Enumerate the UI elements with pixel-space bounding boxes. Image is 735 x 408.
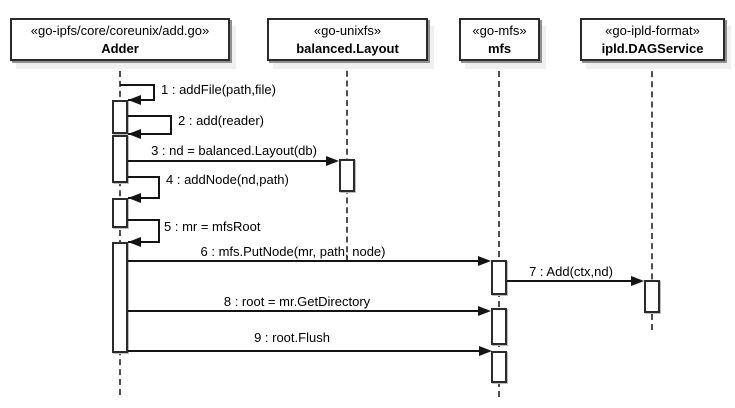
activation-balanced-layout xyxy=(339,159,355,192)
message-7-line xyxy=(507,280,631,282)
message-9-label: 9 : root.Flush xyxy=(254,330,330,345)
activation-mfs-2 xyxy=(491,308,507,345)
lifeline-adder xyxy=(119,61,121,395)
arrowhead-icon xyxy=(128,95,141,105)
message-2-line xyxy=(128,133,172,135)
lifeline-mfs xyxy=(498,61,500,397)
participant-box-balanced-layout: «go-unixfs» balanced.Layout xyxy=(267,18,428,61)
participant-box-adder: «go-ipfs/core/coreunix/add.go» Adder xyxy=(10,18,230,61)
participant-name: balanced.Layout xyxy=(296,41,399,56)
message-5-line xyxy=(128,219,160,221)
message-9-line xyxy=(128,350,479,352)
arrowhead-icon xyxy=(479,346,492,356)
participant-stereotype: «go-mfs» xyxy=(472,23,527,38)
message-4-line xyxy=(128,197,160,199)
participant-stereotype: «go-ipld-format» xyxy=(605,23,700,38)
message-3-label: 3 : nd = balanced.Layout(db) xyxy=(151,143,317,158)
message-4-line xyxy=(128,176,160,178)
lifeline-ipld-dagservice xyxy=(651,61,653,330)
arrowhead-icon xyxy=(478,306,491,316)
participant-box-ipld-dagservice: «go-ipld-format» ipld.DAGService xyxy=(580,18,725,61)
message-1-line xyxy=(120,84,155,86)
arrowhead-icon xyxy=(478,256,491,266)
arrowhead-icon xyxy=(128,193,141,203)
activation-ipld-dagservice xyxy=(644,280,660,313)
activation-adder-1 xyxy=(112,100,128,134)
arrowhead-icon xyxy=(128,237,141,247)
message-1-line xyxy=(153,84,155,101)
message-1-line xyxy=(128,99,155,101)
arrowhead-icon xyxy=(326,156,339,166)
arrowhead-icon xyxy=(631,276,644,286)
participant-box-mfs: «go-mfs» mfs xyxy=(459,18,540,61)
message-5-line xyxy=(158,219,160,243)
message-5-label: 5 : mr = mfsRoot xyxy=(164,219,261,234)
message-4-label: 4 : addNode(nd,path) xyxy=(166,172,289,187)
message-5-line xyxy=(128,241,160,243)
message-8-label: 8 : root = mr.GetDirectory xyxy=(223,294,371,309)
arrowhead-icon xyxy=(128,129,141,139)
participant-stereotype: «go-unixfs» xyxy=(313,23,382,38)
message-2-line xyxy=(170,115,172,135)
participant-name: Adder xyxy=(101,41,139,56)
message-8-line xyxy=(128,310,478,312)
participant-name: ipld.DAGService xyxy=(601,41,704,56)
message-6-line xyxy=(128,260,478,262)
message-1-label: 1 : addFile(path,file) xyxy=(161,82,276,97)
message-7-label: 7 : Add(ctx,nd) xyxy=(529,264,613,279)
activation-mfs-3 xyxy=(491,351,507,383)
message-3-line xyxy=(128,160,328,162)
activation-adder-4 xyxy=(112,242,128,353)
message-6-label: 6 : mfs.PutNode(mr, path, node) xyxy=(200,244,386,259)
message-2-label: 2 : add(reader) xyxy=(178,113,264,128)
message-2-line xyxy=(128,115,172,117)
activation-mfs-1 xyxy=(491,260,507,295)
activation-adder-3 xyxy=(112,198,128,228)
activation-adder-2 xyxy=(112,135,128,183)
message-4-line xyxy=(158,176,160,199)
participant-stereotype: «go-ipfs/core/coreunix/add.go» xyxy=(30,23,210,38)
participant-name: mfs xyxy=(487,41,512,56)
